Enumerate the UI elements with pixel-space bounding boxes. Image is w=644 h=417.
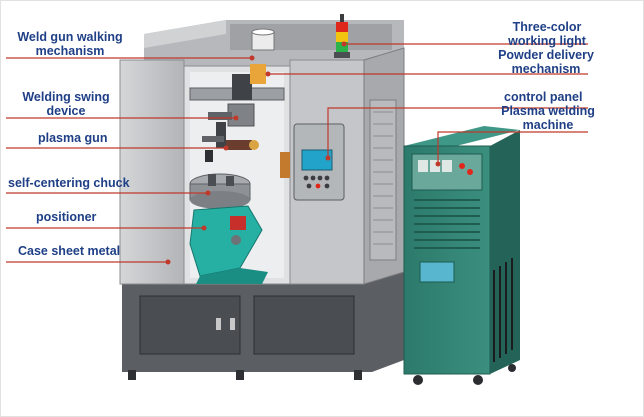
label-positioner: positioner [36,210,97,224]
label-line: Welding swing [22,90,110,104]
base-door-left [139,295,241,355]
power-unit [403,126,520,385]
label-control-panel: control panel [504,90,583,104]
control-panel-box [293,123,345,201]
label-line: Three-color [512,20,582,34]
label-line: Weld gun walking [17,30,123,44]
label-plasma-gun: plasma gun [38,131,108,145]
positioner-body [189,205,268,284]
leader-control-panel [327,107,588,158]
label-line: mechanism [35,44,105,58]
label-powder-delivery: Powder delivery mechanism [482,48,610,76]
label-three-color-light: Three-color working light [492,20,602,48]
label-case-sheet-metal: Case sheet metal [18,244,121,258]
label-plasma-welding-machine: Plasma welding machine [486,104,610,132]
leader-plasma-welding-machine [437,131,588,164]
main-cabinet [119,14,405,380]
label-line: device [46,104,86,118]
leader-lines [6,43,588,263]
label-self-centering-chuck: self-centering chuck [8,176,130,190]
label-line: Plasma welding [501,104,595,118]
chuck-body [189,173,251,209]
powder-hopper [251,28,275,51]
label-line: machine [522,118,574,132]
base-door-right [253,295,355,355]
plasma-gun-torch [202,122,259,162]
label-welding-swing: Welding swing device [16,90,116,118]
three-color-beacon [334,14,350,58]
label-weld-gun-walking: Weld gun walking mechanism [10,30,130,58]
cabinet-left-panel [119,59,185,285]
label-line: working light [508,34,586,48]
label-line: Powder delivery [498,48,594,62]
side-vent [369,99,397,261]
label-line: mechanism [511,62,581,76]
